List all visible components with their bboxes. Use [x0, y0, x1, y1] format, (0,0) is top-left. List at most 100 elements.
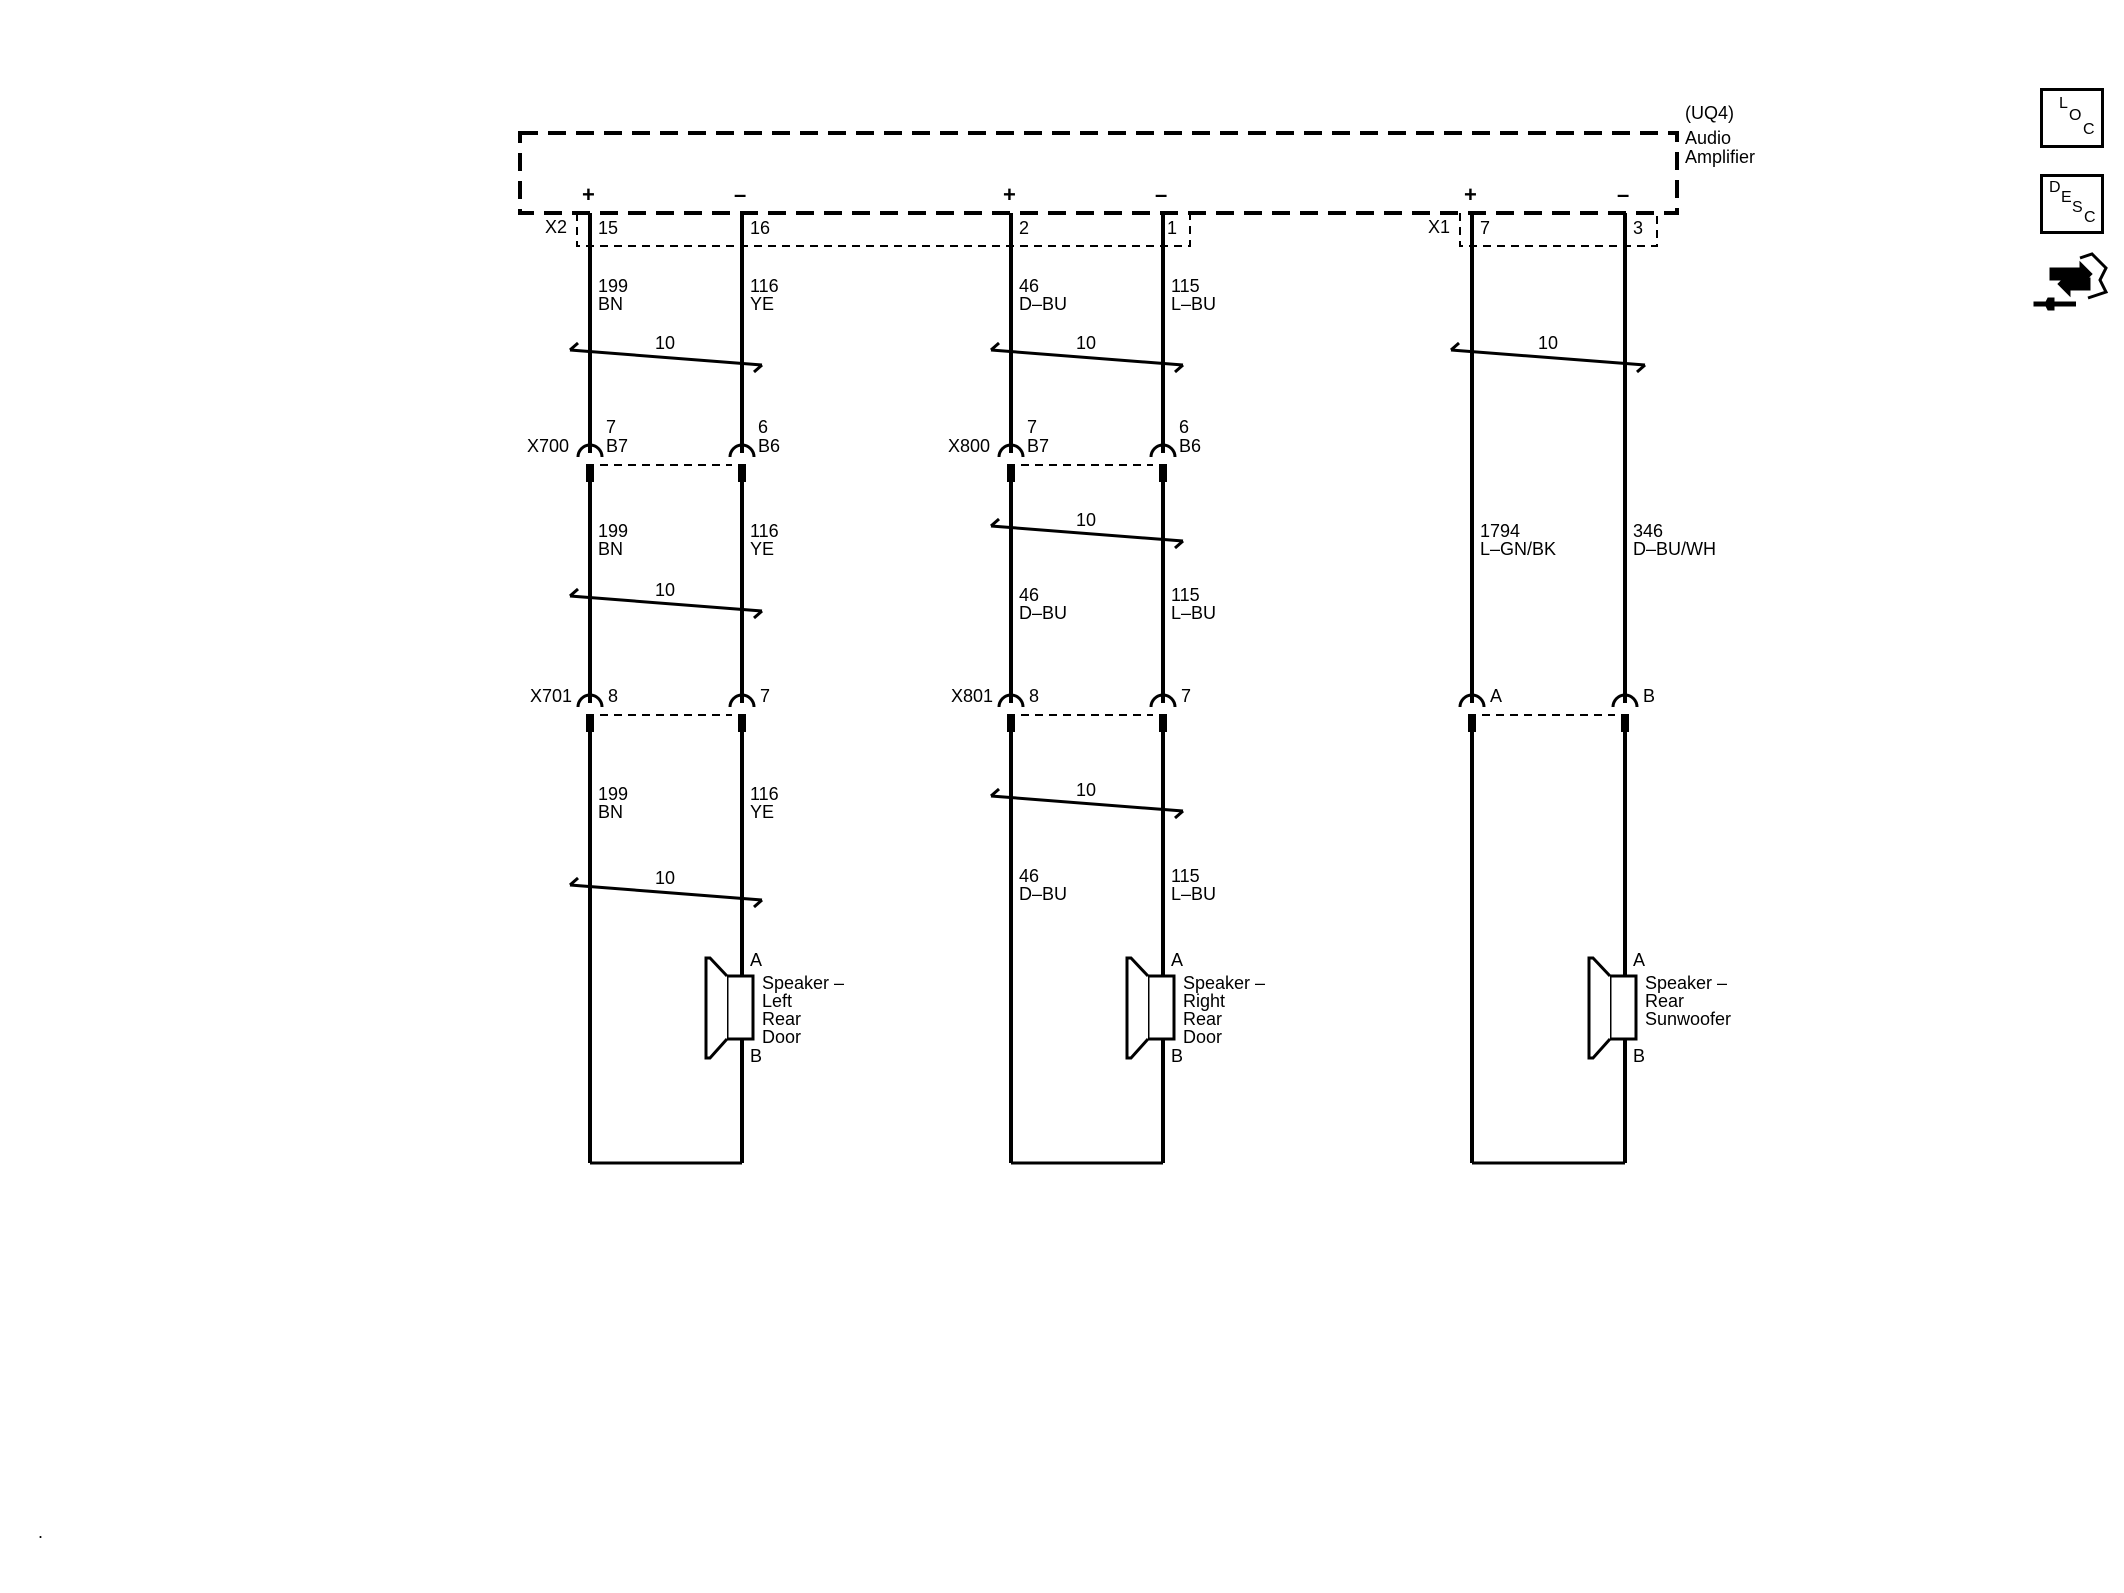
twist-count: 10: [1076, 510, 1096, 530]
twist-marker: [990, 787, 1184, 820]
twist-marker: [569, 341, 763, 374]
amplifier-housing: [518, 131, 1679, 215]
footer-mark: .: [38, 1522, 43, 1542]
connector-x800-label: X800: [948, 436, 990, 456]
twist-marker: [1450, 341, 1646, 374]
pin-number: 6: [758, 417, 768, 437]
wire-color: L–BU: [1171, 884, 1216, 904]
circuit-number: 115: [1171, 585, 1200, 605]
loc-letter: C: [2083, 121, 2095, 138]
wire-color: BN: [598, 802, 623, 822]
desc-letter: E: [2061, 189, 2072, 206]
wire-color: L–BU: [1171, 294, 1216, 314]
pin-number: 7: [1480, 218, 1490, 238]
cavity-label: B7: [606, 436, 628, 456]
connector-x700-label: X700: [527, 436, 569, 456]
speaker-left-name: Rear: [762, 1009, 801, 1029]
amplifier-ref: (UQ4): [1685, 103, 1734, 123]
pin-number: 7: [606, 417, 616, 437]
polarity-minus: –: [1155, 182, 1167, 207]
circuit-number: 115: [1171, 276, 1200, 296]
circuit-number: 346: [1633, 521, 1663, 541]
circuit-number: 116: [750, 521, 779, 541]
polarity-minus: –: [1617, 182, 1629, 207]
connector-x701-label: X701: [530, 686, 572, 706]
description-button[interactable]: D E S C: [2040, 174, 2104, 234]
pin-number: 15: [598, 218, 618, 238]
circuit-number: 115: [1171, 866, 1200, 886]
connector-x1-outline: [1459, 213, 1658, 247]
twist-marker: [990, 341, 1184, 374]
speaker-sub-name: Speaker –: [1645, 973, 1727, 993]
circuit-number: 199: [598, 521, 628, 541]
pin-number: 16: [750, 218, 770, 238]
wire-color: L–BU: [1171, 603, 1216, 623]
pin-letter: B: [1643, 686, 1655, 706]
speaker-right-name: Speaker –: [1183, 973, 1265, 993]
circuit-number: 199: [598, 276, 628, 296]
twist-count: 10: [655, 868, 675, 888]
speaker-sub-name: Sunwoofer: [1645, 1009, 1731, 1029]
amplifier-name-line1: Audio: [1685, 128, 1731, 148]
polarity-plus: +: [1003, 182, 1016, 207]
speaker-right-name: Door: [1183, 1027, 1222, 1047]
desc-letter: D: [2049, 179, 2061, 196]
circuit-number: 46: [1019, 585, 1039, 605]
wire-color: D–BU: [1019, 294, 1067, 314]
loc-letter: O: [2069, 107, 2082, 124]
circuit-number: 46: [1019, 276, 1039, 296]
pin-number: 6: [1179, 417, 1189, 437]
circuit-number: 116: [750, 784, 779, 804]
wire-color: D–BU: [1019, 884, 1067, 904]
wire-color: BN: [598, 294, 623, 314]
pin-number: 3: [1633, 218, 1643, 238]
terminal-pins: [586, 464, 1629, 732]
twist-count: 10: [655, 333, 675, 353]
twist-marker: [569, 587, 763, 620]
connector-x1-label: X1: [1428, 217, 1450, 237]
polarity-minus: –: [734, 182, 746, 207]
speaker-pin-a: A: [750, 950, 762, 970]
speaker-pin-b: B: [750, 1046, 762, 1066]
speaker-pin-b: B: [1633, 1046, 1645, 1066]
wire-color: YE: [750, 294, 774, 314]
speaker-sub-symbol: [1587, 956, 1638, 1060]
twist-count: 10: [655, 580, 675, 600]
pin-number: 7: [1181, 686, 1191, 706]
pin-number: 1: [1167, 218, 1177, 238]
speaker-left-name: Speaker –: [762, 973, 844, 993]
twist-count: 10: [1076, 333, 1096, 353]
pin-number: 8: [1029, 686, 1039, 706]
cavity-label: B6: [1179, 436, 1201, 456]
amplifier-name-line2: Amplifier: [1685, 147, 1755, 167]
wire-color: L–GN/BK: [1480, 539, 1556, 559]
circuit-number: 46: [1019, 866, 1039, 886]
diagnostic-flow-icon[interactable]: [2030, 250, 2110, 320]
speaker-left-name: Door: [762, 1027, 801, 1047]
wire-color: BN: [598, 539, 623, 559]
pin-number: 7: [760, 686, 770, 706]
speaker-pin-a: A: [1633, 950, 1645, 970]
location-button[interactable]: L O C: [2040, 88, 2104, 148]
speaker-right-name: Right: [1183, 991, 1225, 1011]
pin-number: 8: [608, 686, 618, 706]
desc-letter: C: [2084, 209, 2096, 226]
speaker-pin-b: B: [1171, 1046, 1183, 1066]
pin-number: 7: [1027, 417, 1037, 437]
pin-number: 2: [1019, 218, 1029, 238]
twist-marker: [990, 517, 1184, 550]
loc-letter: L: [2059, 95, 2068, 112]
connector-x2-outline: [576, 213, 1191, 247]
polarity-plus: +: [1464, 182, 1477, 207]
twist-count: 10: [1076, 780, 1096, 800]
connector-x2-label: X2: [545, 217, 567, 237]
speaker-left-name: Left: [762, 991, 792, 1011]
circuit-number: 199: [598, 784, 628, 804]
wire-color: D–BU/WH: [1633, 539, 1716, 559]
polarity-plus: +: [582, 182, 595, 207]
circuit-number: 1794: [1480, 521, 1520, 541]
twist-marker: [569, 876, 763, 909]
connector-x801-label: X801: [951, 686, 993, 706]
desc-letter: S: [2072, 199, 2083, 216]
